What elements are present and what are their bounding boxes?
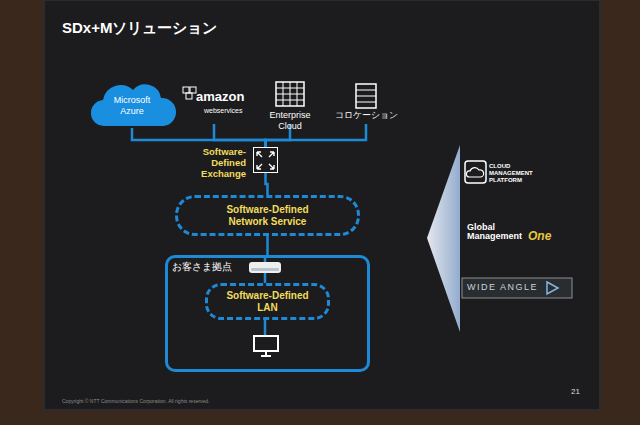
cmp-logo-icon [465,161,486,183]
node-text: amazon [196,90,250,104]
cmp-logo-cloud [466,168,483,177]
exchange-icon [257,152,274,169]
aws-cube [190,87,196,93]
node-text: Software-Defined LAN [226,290,310,314]
rack-icon-lines [356,90,376,102]
router-icon [249,262,281,273]
wide-angle-logo-box [462,278,572,298]
logo-text: One [528,230,551,243]
rack-icon [356,84,376,108]
slide-title: SDx+Mソリューション [62,19,217,37]
page-number: 21 [571,388,580,397]
node-text: Enterprise Cloud [257,110,323,132]
logo-text: CLOUD MANAGEMENT PLATFORM [489,163,545,184]
aws-cube [183,87,189,93]
projection-screen [44,0,600,410]
connector-line [132,128,266,147]
logo-text: Global Management [467,223,529,242]
cloud-service: コロケーション [328,80,404,124]
exchange-box: Software-Defined Exchange [253,147,278,173]
connector-line [214,124,266,147]
router-icon-band [251,268,279,271]
customer-site-box: お客さま拠点 Software-Defined LAN [165,255,370,372]
network-service-box: Software-Defined Network Service [175,195,360,236]
cloud-service: amazon webservices [178,84,250,124]
scope-triangle [427,145,460,332]
connector-line [266,173,268,195]
node-text: お客さま拠点 [172,261,252,273]
logo-text: WIDE ANGLE [467,282,538,293]
server-icon [276,82,304,106]
connector-line [266,236,269,255]
cloud-service: Microsoft Azure [92,86,172,128]
cloud-service: Enterprise Cloud [257,80,323,124]
node-text: Microsoft Azure [108,95,156,117]
monitor-icon [254,336,278,351]
server-icon-lines [276,82,304,106]
node-text: Software-Defined Network Service [207,204,329,228]
aws-cube [186,93,192,99]
wide-angle-logo-icon [547,282,558,294]
node-text: Software-Defined Exchange [182,147,246,180]
copyright-note: Copyright © NTT Communications Corporati… [62,399,210,405]
monitor-stand [261,351,271,356]
azure-cloud [91,84,176,126]
node-text: コロケーション [328,110,404,121]
lan-box: Software-Defined LAN [205,283,330,320]
node-text: webservices [204,107,250,115]
